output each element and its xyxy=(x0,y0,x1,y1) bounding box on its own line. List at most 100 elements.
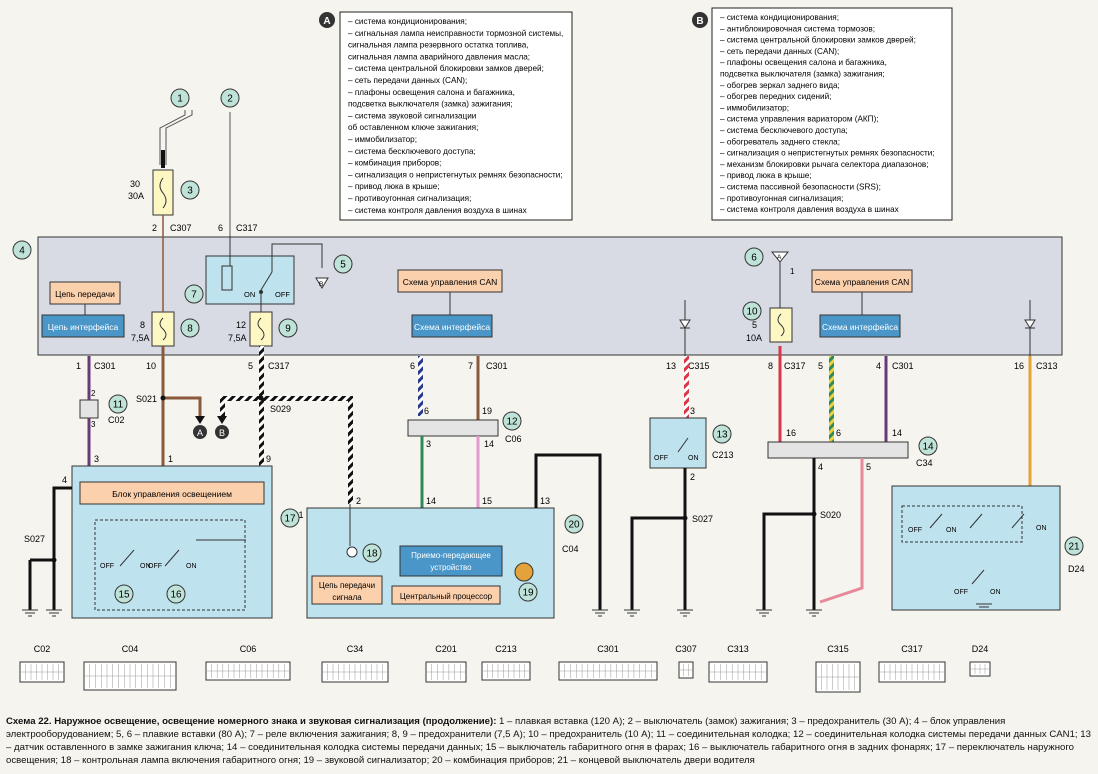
callout-8-icon xyxy=(180,318,200,338)
callout-6: 6 xyxy=(751,253,757,264)
door-switch-contact-icon xyxy=(929,513,943,529)
pin-label: 6 xyxy=(836,428,841,438)
legend-item: – привод люка в крыше; xyxy=(720,171,812,180)
ground-icon xyxy=(22,609,38,617)
callout-4: 4 xyxy=(19,246,25,257)
connector-thumb-label: C313 xyxy=(727,644,749,654)
splice-s020 xyxy=(811,511,817,517)
connector-c315-label: C315 xyxy=(688,361,710,371)
fuse-3-element xyxy=(159,177,167,209)
fusible-link-6-marker: A xyxy=(777,254,782,261)
ground-icon xyxy=(806,609,822,617)
diode-c315-icon xyxy=(679,300,691,356)
switch-16-contact-icon xyxy=(164,549,180,567)
splice-s021 xyxy=(160,395,166,401)
door-switch-group xyxy=(901,505,1023,543)
door-sw-on: ON xyxy=(946,527,957,534)
legend-item: – система звуковой сигнализации xyxy=(348,111,476,120)
callout-7: 7 xyxy=(191,290,197,301)
pin-label: 14 xyxy=(426,496,436,506)
pin-label: 5 xyxy=(248,361,253,371)
callout-10: 10 xyxy=(746,307,758,318)
ground-icon xyxy=(46,609,62,617)
can-interface-label-2: Схема интерфейса xyxy=(822,322,898,332)
connector-c313-label: C313 xyxy=(1036,361,1058,371)
pin-label: 3 xyxy=(426,439,431,449)
pin-label: 5 xyxy=(818,361,823,371)
pin-label: 13 xyxy=(540,496,550,506)
wire-pink-c34 xyxy=(819,458,864,604)
connector-thumb-label: C02 xyxy=(34,644,51,654)
legend-item: – иммобилизатор; xyxy=(348,135,417,144)
connector-thumb-label: C317 xyxy=(901,644,923,654)
callout-15: 15 xyxy=(118,590,130,601)
fuse-10-amps: 10A xyxy=(746,333,762,343)
fuse-10-pin: 1 xyxy=(790,267,795,276)
connector-thumb-label: C307 xyxy=(675,644,697,654)
pin-label: 2 xyxy=(690,472,695,482)
wire-bw-c317 xyxy=(259,346,264,480)
data-connector-14 xyxy=(767,441,909,459)
wiring-diagram: A – система кондиционирования;– сигнальн… xyxy=(12,7,1085,693)
ref-a-icon xyxy=(193,425,207,439)
indicator-lamp-18-icon xyxy=(346,546,358,558)
legend-item: – сигнализация о непристегнутых ремнях б… xyxy=(720,149,935,158)
relay-on-label: ON xyxy=(244,290,255,299)
callout-13-icon xyxy=(712,424,732,444)
connector-thumb-label: C04 xyxy=(122,644,139,654)
connector-thumb-label: C201 xyxy=(435,644,457,654)
callout-12-icon xyxy=(502,411,522,431)
legend-item: – система пассивной безопасности (SRS); xyxy=(720,183,881,192)
relay-coil-icon xyxy=(221,265,233,291)
pin-label: 4 xyxy=(818,462,823,472)
legend-b: B – система кондиционирования;– антиблок… xyxy=(692,7,953,221)
pin-label: 3 xyxy=(91,420,96,429)
callout-5-icon xyxy=(333,254,353,274)
connector-c04-label: C04 xyxy=(562,544,579,554)
connector-c317-top-label: C317 xyxy=(236,223,258,233)
pin-label: 4 xyxy=(62,475,67,485)
legend-item: об оставленном ключе зажигания; xyxy=(348,123,478,132)
connector-c06-label: C06 xyxy=(505,434,522,444)
splice-s029 xyxy=(258,395,264,401)
legend-item: – механизм блокировки рычага селектора д… xyxy=(720,160,929,169)
connector-c317-label: C317 xyxy=(268,361,290,371)
arrow-to-a-icon xyxy=(195,416,205,424)
legend-item: – плафоны освещения салона и багажника, xyxy=(720,58,887,67)
legend-item: – противоугонная сигнализация; xyxy=(348,194,471,203)
callout-5: 5 xyxy=(340,260,346,271)
pin-label: 10 xyxy=(146,361,156,371)
legend-b-marker-icon xyxy=(692,12,708,28)
splice-s021-label: S021 xyxy=(136,394,157,404)
legend-a: A – система кондиционирования;– сигнальн… xyxy=(319,11,573,221)
arrow-to-b-icon xyxy=(217,416,227,424)
switch-group-15-16 xyxy=(94,519,246,611)
legend-item: сигнальная лампа резервного остатка топл… xyxy=(348,41,529,50)
can-connector-12 xyxy=(407,419,499,437)
legend-item: – сеть передачи данных (CAN); xyxy=(720,47,839,56)
pin-label: 2 xyxy=(152,223,157,233)
door-switch-21 xyxy=(891,485,1061,611)
signal-tx-label-1: Цепь передачи xyxy=(319,581,375,590)
pin-label: 3 xyxy=(94,454,99,464)
callout-20-icon xyxy=(564,514,584,534)
fusible-link-6-icon xyxy=(770,251,790,263)
callout-7-icon xyxy=(184,284,204,304)
key-sensor-on: ON xyxy=(688,455,699,462)
callout-9-icon xyxy=(278,318,298,338)
interface-circuit-label: Цепь интерфейса xyxy=(48,322,119,332)
transceiver-label-2: устройство xyxy=(430,563,472,572)
pin-label: 19 xyxy=(482,406,492,416)
wire-brown-s021 xyxy=(163,396,202,420)
connector-thumb-label: D24 xyxy=(972,644,989,654)
legend-b-marker: B xyxy=(696,16,703,27)
connector-c307-label: C307 xyxy=(170,223,192,233)
interface-circuit-box xyxy=(41,314,125,338)
lighting-unit-label: Блок управления освещением xyxy=(112,489,232,499)
pin-label: 3 xyxy=(690,406,695,416)
callout-21-icon xyxy=(1064,536,1084,556)
connector-thumb-label: C301 xyxy=(597,644,619,654)
can-control-label-2: Схема управления CAN xyxy=(815,277,910,287)
wire-black-s027b xyxy=(630,516,685,610)
